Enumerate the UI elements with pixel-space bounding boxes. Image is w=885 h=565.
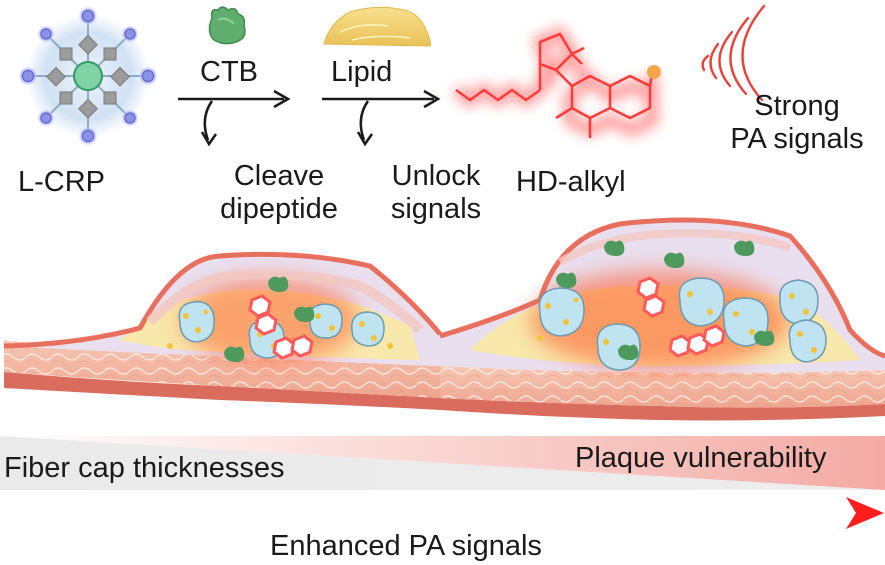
l-crp-probe-icon [18, 6, 158, 146]
product-label: HD-alkyl [516, 166, 626, 198]
unlock-step-line2: signals [390, 193, 482, 225]
signal-label: Strong PA signals [712, 90, 882, 156]
plaque-vulnerability-label: Plaque vulnerability [575, 442, 827, 474]
lipid-label: Lipid [331, 56, 393, 88]
cleave-step-line1: Cleave [233, 160, 325, 192]
step-arrow-2 [322, 89, 441, 147]
step-arrow-1 [178, 89, 291, 147]
enhanced-signal-label: Enhanced PA signals [270, 530, 542, 562]
plaque-illustration-advanced [439, 217, 885, 421]
unlock-step-label: Unlock signals [366, 160, 506, 226]
cleave-step-label: Cleave dipeptide [204, 160, 354, 226]
cleave-step-line2: dipeptide [220, 193, 338, 225]
fiber-cap-label: Fiber cap thicknesses [4, 452, 285, 484]
unlock-step-line1: Unlock [391, 160, 481, 192]
probe-label: L-CRP [18, 166, 106, 198]
ctb-enzyme-icon [208, 6, 246, 45]
plaque-illustration-early [3, 251, 442, 410]
plaque-vulnerability-gradient-bar [0, 436, 885, 490]
pa-signal-waves-icon [701, 4, 766, 102]
lipid-icon [323, 6, 431, 47]
hd-alkyl-molecule-icon [451, 25, 661, 138]
enhanced-signal-arrow [0, 497, 884, 529]
signal-line2: PA signals [730, 123, 864, 155]
signal-line1: Strong [754, 90, 840, 122]
enzyme-label: CTB [200, 56, 258, 88]
